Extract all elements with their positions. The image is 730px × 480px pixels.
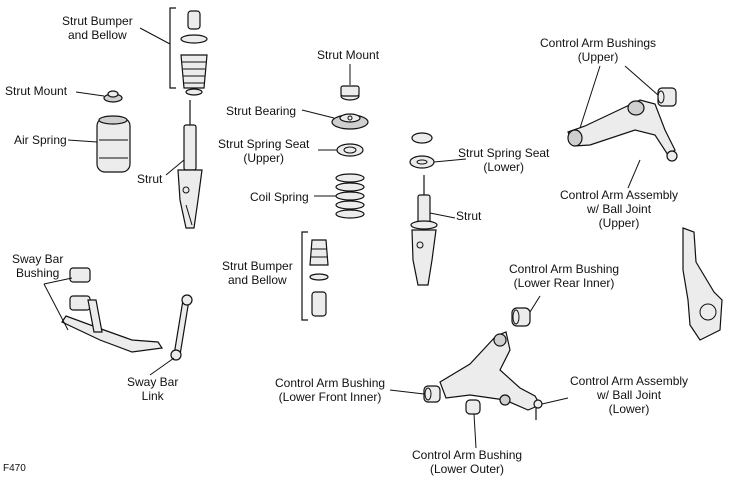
strut-bearing-part	[331, 113, 369, 130]
strut-mount-part-left	[103, 90, 123, 103]
label-strut-mount-center: Strut Mount	[317, 48, 380, 62]
figure-number: F470	[3, 463, 26, 474]
sway-bar-parts	[61, 267, 193, 361]
strut-bumper-bellow-parts-left	[169, 7, 208, 96]
label-strut-right: Strut	[456, 209, 482, 223]
coil-spring-part	[335, 173, 365, 219]
label-strut-bumper-bellow-center: Strut Bumper and Bellow	[222, 259, 293, 287]
strut-spring-seat-lower-part	[409, 132, 435, 169]
label-control-arm-bushings-upper: Control Arm Bushings (Upper)	[540, 36, 657, 64]
control-arm-bushings-upper-parts	[657, 87, 677, 107]
air-spring-part	[96, 115, 131, 173]
steering-knuckle-part	[682, 227, 723, 341]
leader-lines	[43, 27, 659, 449]
strut-part-right	[410, 175, 438, 286]
control-arm-upper-part	[567, 99, 678, 162]
label-sway-bar-bushing: Sway Bar Bushing	[12, 252, 64, 280]
label-strut-mount-left: Strut Mount	[5, 84, 68, 98]
control-arm-bushing-lower-front-inner-part	[423, 385, 441, 403]
label-strut-bearing: Strut Bearing	[226, 104, 297, 118]
label-control-arm-bushing-lower-outer: Control Arm Bushing (Lower Outer)	[412, 448, 523, 476]
strut-spring-seat-upper-part	[336, 143, 364, 157]
label-sway-bar-link: Sway Bar Link	[127, 375, 179, 403]
strut-bumper-bellow-parts-center	[301, 231, 329, 321]
label-air-spring: Air Spring	[14, 133, 67, 147]
control-arm-bushing-lower-outer-part	[465, 399, 481, 415]
label-coil-spring: Coil Spring	[250, 190, 309, 204]
label-control-arm-assembly-upper: Control Arm Assembly w/ Ball Joint (Uppe…	[560, 188, 679, 230]
strut-part-left	[177, 100, 203, 229]
label-strut-bumper-bellow-left: Strut Bumper and Bellow	[62, 14, 133, 42]
label-strut-left: Strut	[137, 172, 163, 186]
label-strut-spring-seat-upper: Strut Spring Seat (Upper)	[218, 137, 310, 165]
label-control-arm-bushing-lower-front-inner: Control Arm Bushing (Lower Front Inner)	[275, 376, 386, 404]
label-strut-spring-seat-lower: Strut Spring Seat (Lower)	[458, 146, 550, 174]
control-arm-bushing-lower-rear-inner-part	[511, 307, 531, 327]
label-control-arm-bushing-lower-rear-inner: Control Arm Bushing (Lower Rear Inner)	[509, 262, 620, 290]
control-arm-lower-part	[439, 331, 543, 420]
strut-mount-part-center	[340, 85, 360, 101]
label-control-arm-assembly-lower: Control Arm Assembly w/ Ball Joint (Lowe…	[570, 374, 689, 416]
